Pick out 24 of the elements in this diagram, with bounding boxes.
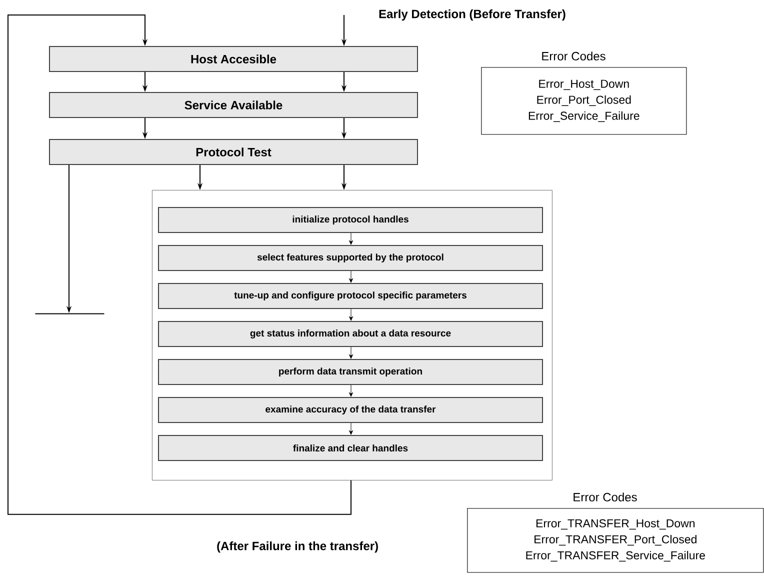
- container-box: [152, 190, 552, 480]
- step-box: initialize protocol handles: [158, 207, 543, 233]
- process-box: Service Available: [49, 92, 418, 118]
- arrow: [349, 308, 353, 321]
- arrow: [349, 232, 353, 245]
- box-heading: Error Codes: [542, 52, 606, 60]
- arrow: [349, 384, 353, 397]
- step-box: perform data transmit operation: [158, 359, 543, 385]
- note-label: (After Failure in the transfer): [217, 541, 378, 553]
- arrow: [349, 422, 353, 435]
- step-box: select features supported by the protocol: [158, 245, 543, 271]
- error-code-box: Error_Host_Down Error_Port_Closed Error_Service_Failure: [481, 67, 687, 135]
- step-box: tune-up and configure protocol specific parameters: [158, 283, 543, 309]
- arrow: [349, 346, 353, 359]
- process-box: Host Accesible: [49, 46, 418, 72]
- error-code-box: Error_TRANSFER_Host_Down Error_TRANSFER_Port_Closed Error_TRANSFER_Service_Failure: [467, 508, 764, 573]
- box-heading: Error Codes: [574, 492, 637, 502]
- process-box: Protocol Test: [49, 139, 418, 165]
- step-box: finalize and clear handles: [158, 435, 543, 461]
- arrow: [349, 270, 353, 283]
- diagram-title: Early Detection (Before Transfer): [379, 9, 566, 21]
- arrow: [8, 14, 352, 515]
- step-box: get status information about a data resource: [158, 321, 543, 347]
- step-box: examine accuracy of the data transfer: [158, 397, 543, 423]
